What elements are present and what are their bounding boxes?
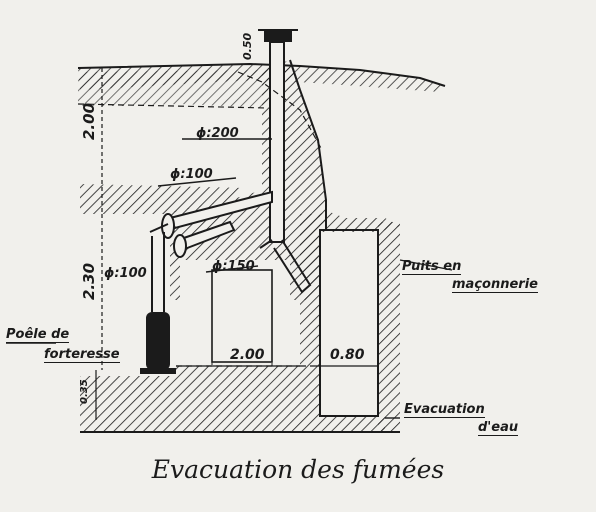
dim-label-length: 2.00 (230, 347, 265, 363)
slope-dashed-line (237, 71, 323, 151)
dim-label-well: 0.80 (330, 347, 365, 363)
level-dashed-line (77, 103, 269, 109)
leader-pipe-upper (157, 177, 237, 187)
leader-well (399, 259, 453, 271)
well-wall-left-hatch (300, 214, 320, 416)
label-drain-line2: d'eau (478, 420, 519, 436)
label-well-line2: maçonnerie (452, 277, 538, 293)
well-wall-right-hatch (378, 222, 400, 432)
wall-dashed-line (211, 270, 273, 366)
stove-body (146, 312, 170, 370)
label-stove-line1: Poêle de (6, 327, 70, 343)
well-shaft (319, 229, 379, 417)
stove-base (140, 368, 176, 374)
masonry-core-outline (289, 59, 327, 232)
label-drain-line1: Evacuation (404, 402, 485, 418)
upper-slab-hatch (78, 70, 268, 108)
pipe-collar-2 (173, 234, 187, 258)
dim-label-lower: 2.30 (80, 262, 98, 300)
flue-bottom-branch (259, 239, 312, 294)
room-void (212, 270, 272, 362)
label-pipe-main: ϕ:200 (196, 126, 239, 141)
figure-caption: Evacuation des fumées (151, 455, 445, 484)
label-pipe-left: ϕ:100 (104, 266, 147, 281)
label-pipe-branch: ϕ:150 (212, 259, 255, 274)
dim-label-cover: 2.00 (80, 102, 98, 140)
floor-band-hatch (80, 366, 385, 432)
chimney-cap (264, 30, 292, 42)
lower-slab-hatch (80, 184, 245, 214)
dim-label-top: 0.50 (241, 32, 254, 60)
well-top-hatch (318, 212, 400, 232)
main-flue-pipe (269, 41, 285, 243)
stove-flue-pipe (149, 223, 169, 312)
leader-pipe-branch (205, 265, 259, 273)
dim-label-floor: 0.35 (79, 379, 90, 404)
label-pipe-upper: ϕ:100 (170, 167, 213, 182)
label-well-line1: Puits en (402, 259, 462, 275)
label-stove-line2: forteresse (44, 347, 120, 363)
